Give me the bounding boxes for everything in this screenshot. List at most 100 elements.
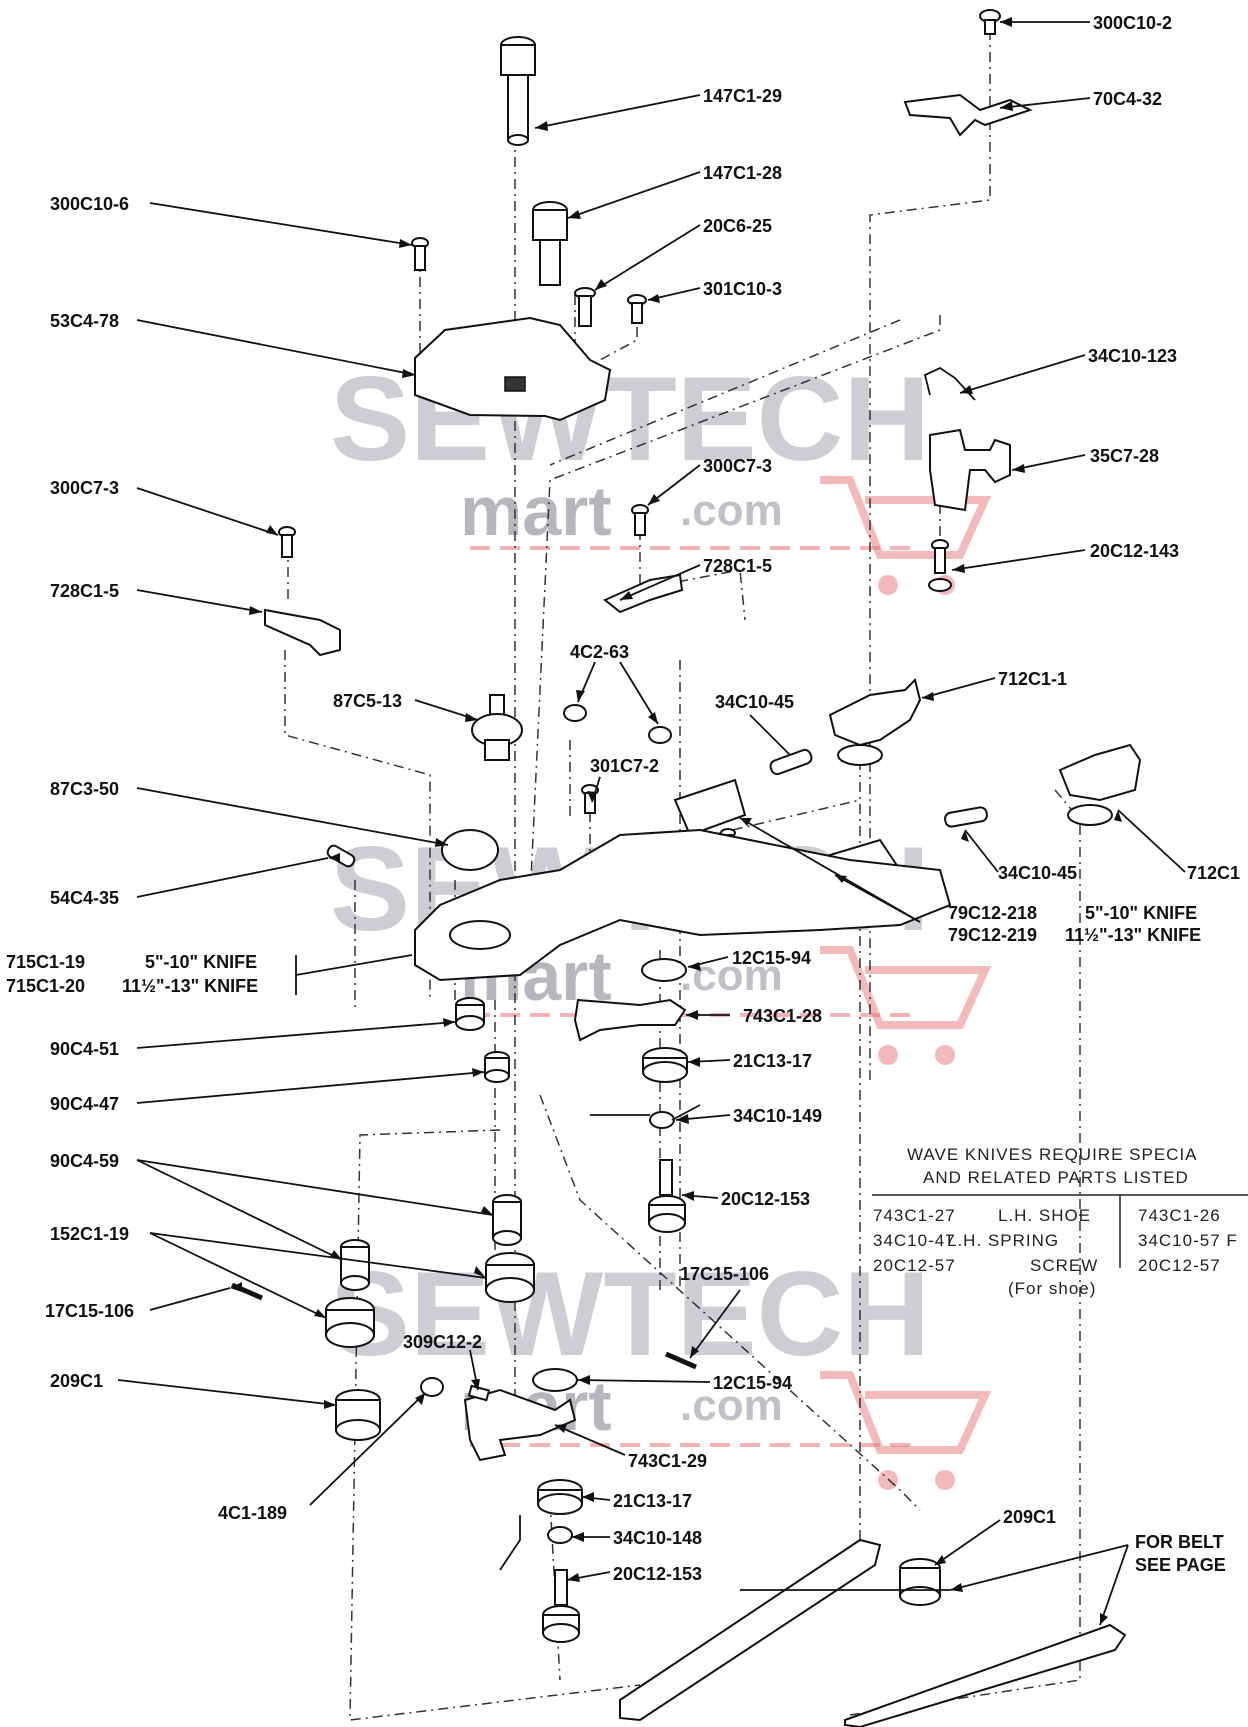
label-34c10-45-b: 34C10-45 [998, 863, 1077, 883]
watermark-brand-3: SEWTECH [330, 1247, 930, 1381]
screw-20c6-25 [574, 287, 596, 327]
belt-right [844, 1623, 1127, 1727]
label-34c10-45-a: 34C10-45 [715, 692, 794, 712]
link-728c1-5-left [264, 608, 341, 657]
bushing-90c4-47 [484, 1051, 510, 1083]
knife-note-715-num-2: 715C1-20 [6, 976, 85, 996]
knife-note-79-1: 5"-10" KNIFE [1085, 903, 1197, 923]
belt-note-line-1: FOR BELT [1135, 1532, 1224, 1552]
screw-300c10-6 [411, 237, 429, 271]
watermark-suffix-3: .com [680, 1381, 783, 1430]
label-712c1-b: 712C1 [1187, 863, 1240, 883]
label-87c3-50: 87C3-50 [50, 779, 119, 799]
label-309c12-2: 309C12-2 [403, 1332, 482, 1352]
belt-left [619, 1538, 882, 1722]
label-54c4-35: 54C4-35 [50, 888, 119, 908]
wave-note-line-2: AND RELATED PARTS LISTED [923, 1168, 1189, 1187]
watermark-suffix-1: .com [680, 486, 783, 535]
label-728c1-5-right: 728C1-5 [703, 556, 772, 576]
label-70c4-32: 70C4-32 [1093, 89, 1162, 109]
label-147c1-28: 147C1-28 [703, 163, 782, 183]
lever-743c1-28 [573, 998, 687, 1042]
label-300c10-2: 300C10-2 [1093, 13, 1172, 33]
washer-12c15-94-a [641, 958, 687, 982]
nut-4c1-189 [420, 1377, 444, 1397]
wave-row-2-part: 34C10-47 [873, 1231, 956, 1250]
frame-715c1 [414, 828, 952, 982]
knife-note-715-txt-2: 11½"-13" KNIFE [122, 976, 258, 996]
wave-row-sub: (For shoe) [1008, 1279, 1096, 1298]
label-152c1-19: 152C1-19 [50, 1224, 129, 1244]
nut-4c2-63-a [563, 704, 587, 722]
knife-note-715-txt-1: 5"-10" KNIFE [145, 952, 257, 972]
label-743c1-29: 743C1-29 [628, 1451, 707, 1471]
label-20c12-153-b: 20C12-153 [613, 1564, 702, 1584]
wave-row-3-desc: SCREW [1030, 1256, 1098, 1275]
spring-34c10-123 [923, 366, 976, 401]
label-90c4-47: 90C4-47 [50, 1094, 119, 1114]
label-4c1-189: 4C1-189 [218, 1503, 287, 1523]
label-743c1-28: 743C1-28 [743, 1006, 822, 1026]
label-4c2-63: 4C2-63 [570, 642, 629, 662]
screw-309c12-2 [467, 1384, 491, 1402]
shoe-712c1-b [1058, 743, 1142, 802]
wave-row-1-desc: L.H. SHOE [998, 1206, 1091, 1225]
label-35c7-28: 35C7-28 [1090, 446, 1159, 466]
label-34c10-149: 34C10-149 [733, 1106, 822, 1126]
gear-87c3-50 [441, 829, 499, 871]
bushing-90c4-59-a [492, 1194, 522, 1246]
screw-300c10-2 [979, 9, 1001, 35]
screw-301c10-3 [627, 294, 647, 324]
wave-row-2-part-2: 34C10-57 F [1138, 1231, 1238, 1250]
label-53c4-78: 53C4-78 [50, 311, 119, 331]
bracket-70c4-32 [903, 93, 1033, 137]
label-209c1-a: 209C1 [50, 1371, 103, 1391]
spring-34c10-148 [499, 1515, 573, 1571]
label-90c4-51: 90C4-51 [50, 1039, 119, 1059]
label-712c1-1: 712C1-1 [998, 669, 1067, 689]
label-20c12-153-a: 20C12-153 [721, 1189, 810, 1209]
label-34c10-148: 34C10-148 [613, 1528, 702, 1548]
label-20c12-143: 20C12-143 [1090, 541, 1179, 561]
label-87c5-13: 87C5-13 [333, 691, 402, 711]
gear-87c5-13 [471, 694, 523, 761]
plate-53c4-78 [414, 316, 612, 422]
pin-17c15-106-b [665, 1351, 697, 1370]
bearing-21c13-17-b [537, 1479, 583, 1515]
shaft-147c1-28 [532, 201, 568, 286]
washer-12c15-94-b [532, 1368, 578, 1392]
lever-743c1-29 [463, 1388, 577, 1462]
label-12c15-94-b: 12C15-94 [713, 1373, 792, 1393]
nut-4c2-63-b [648, 726, 672, 744]
knife-note-715-num-1: 715C1-19 [6, 952, 85, 972]
belt-note-line-2: SEE PAGE [1135, 1555, 1226, 1575]
wave-row-1-part-2: 743C1-26 [1138, 1206, 1221, 1225]
screw-300c7-3-right [631, 504, 649, 536]
leader-lines [117, 21, 1186, 1626]
wave-row-3-part: 20C12-57 [873, 1256, 956, 1275]
label-20c6-25: 20C6-25 [703, 216, 772, 236]
watermark-sub-1: mart [460, 472, 612, 550]
watermark-suffix-2: .com [680, 951, 783, 1000]
knife-notes: 5"-10" KNIFE 11½"-13" KNIFE 715C1-19 5"-… [6, 903, 1201, 996]
label-17c15-106-a: 17C15-106 [45, 1301, 134, 1321]
label-301c7-2: 301C7-2 [590, 756, 659, 776]
label-147c1-29: 147C1-29 [703, 86, 782, 106]
shaft-147c1-29 [500, 36, 536, 146]
knife-block-79c12-218 [673, 778, 747, 837]
wave-row-2-desc: L.H. SPRING [947, 1231, 1059, 1250]
label-300c10-6: 300C10-6 [50, 194, 129, 214]
spacer-209c1-b [899, 1558, 941, 1606]
watermark-cart-3 [820, 1371, 992, 1454]
pulley-152c1-19-a [485, 1252, 535, 1303]
lever-35c7-28 [929, 428, 1011, 512]
label-90c4-59: 90C4-59 [50, 1151, 119, 1171]
bushing-90c4-59-b [340, 1239, 370, 1291]
screw-20c12-153-b [542, 1569, 580, 1643]
label-21c13-17-a: 21C13-17 [733, 1051, 812, 1071]
wave-note-line-1: WAVE KNIVES REQUIRE SPECIA [907, 1145, 1198, 1164]
label-301c10-3: 301C10-3 [703, 279, 782, 299]
knife-note-79-2: 11½"-13" KNIFE [1065, 925, 1201, 945]
spring-34c10-149 [590, 1104, 701, 1129]
